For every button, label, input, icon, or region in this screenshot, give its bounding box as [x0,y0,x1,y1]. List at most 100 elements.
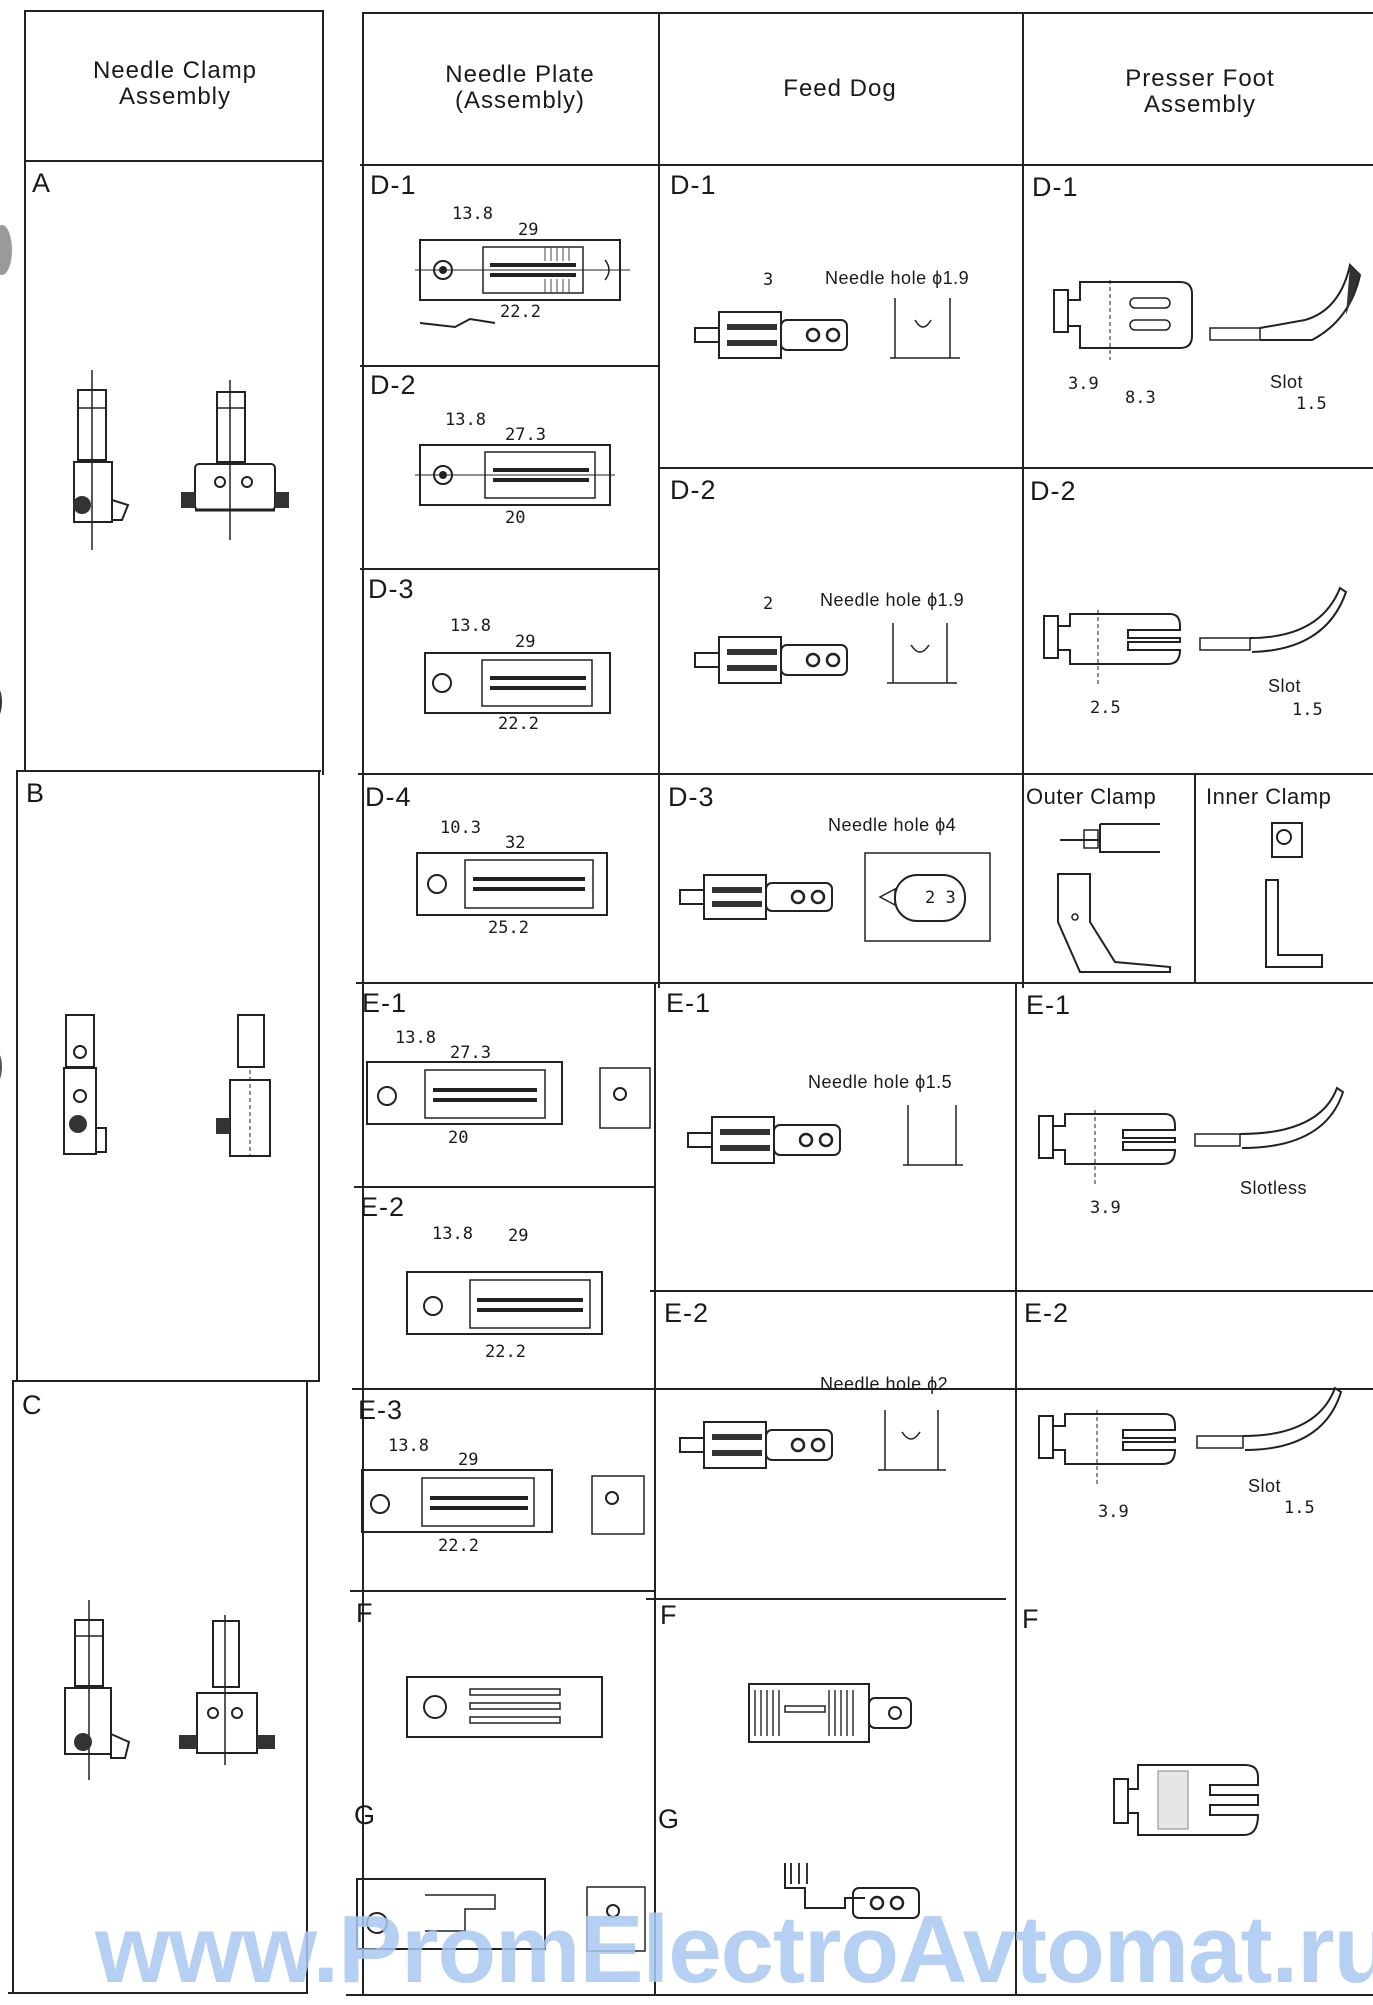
needle-clamp-b-front-drawing [216,1014,271,1157]
feed-e1-note: Needle hole ϕ1.5 [808,1072,953,1092]
foot-label-d2: D-2 [1030,476,1077,506]
plate-label-e3: E-3 [358,1395,404,1425]
feed-label-e2: E-2 [664,1298,710,1328]
plate-d4-dim-a: 10.3 [440,818,481,838]
plate-d1-dim-b: 29 [518,220,539,240]
feed-dog-e2-drawing [679,1410,946,1471]
presser-foot-d1-drawing [1053,263,1362,360]
plate-label-d3: D-3 [368,574,415,604]
header-presser-foot: Presser Foot Assembly [1125,65,1275,118]
plate-d1-dim-c: 22.2 [500,302,541,322]
foot-label-e2: E-2 [1024,1298,1070,1328]
plate-d4-dim-c: 25.2 [488,918,529,938]
needle-clamp-a-front-drawing [181,380,289,540]
plate-e1-dim-a: 13.8 [395,1028,436,1048]
inner-clamp-label: Inner Clamp [1206,784,1332,809]
presser-foot-f-drawing [1113,1764,1260,1836]
feed-d2-gap: 2 [763,594,774,614]
needle-clamp-b-side-drawing [63,1014,107,1155]
needle-plate-g-drawing [356,1878,646,1952]
needle-plate-d1-drawing [415,239,630,329]
feed-dog-d2-drawing [694,623,957,684]
feed-d1-note: Needle hole ϕ1.9 [825,268,970,288]
foot-d1-slot-val: 1.5 [1296,394,1327,414]
plate-d1-dim-a: 13.8 [452,204,493,224]
plate-e3-dim-a: 13.8 [388,1436,429,1456]
header-feed-dog: Feed Dog [783,75,897,102]
foot-e1-slot: Slotless [1240,1178,1308,1198]
needle-clamp-c-front-drawing [179,1615,275,1765]
feed-label-d3: D-3 [668,782,715,812]
feed-dog-g-drawing [784,1863,920,1919]
foot-d1-dim-b: 8.3 [1125,388,1156,408]
header-needle-clamp: Needle Clamp Assembly [92,57,258,110]
feed-dog-f-drawing [748,1683,912,1743]
feed-dog-e1-drawing [687,1105,963,1166]
feed-label-d1: D-1 [670,170,717,200]
foot-e2-slot-val: 1.5 [1284,1498,1315,1518]
watermark: www.PromElectroAvtomat.ru [95,1896,1373,2003]
plate-d4-dim-b: 32 [505,833,526,853]
outer-clamp-label: Outer Clamp [1026,784,1157,809]
foot-d2-dim-a: 2.5 [1090,698,1121,718]
plate-e2-dim-b: 29 [508,1226,529,1246]
foot-label-d1: D-1 [1032,172,1079,202]
needle-plate-d4-drawing [416,852,608,916]
row-label-c: C [22,1390,43,1420]
plate-label-d2: D-2 [370,370,417,400]
scan-punch-hole [0,1050,2,1084]
plate-label-f: F [356,1598,374,1628]
plate-label-g: G [354,1800,377,1830]
scan-punch-hole [0,685,2,719]
feed-label-d2: D-2 [670,475,717,505]
plate-label-d1: D-1 [370,170,417,200]
needle-clamp-c-side-drawing [64,1600,131,1780]
feed-e2-note: Needle hole ϕ2 [820,1374,949,1394]
feed-label-g: G [658,1804,681,1834]
plate-label-e2: E-2 [360,1192,406,1222]
foot-label-f: F [1022,1604,1040,1634]
needle-plate-d2-drawing [415,444,615,506]
row-label-a: A [32,168,52,198]
plate-e2-dim-c: 22.2 [485,1342,526,1362]
foot-d2-slot-val: 1.5 [1292,700,1323,720]
plate-d2-dim-b: 27.3 [505,425,546,445]
needle-clamp-a-side-drawing [73,370,130,550]
foot-e1-dim-a: 3.9 [1090,1198,1121,1218]
needle-plate-e1-drawing [366,1061,651,1129]
presser-foot-e2-drawing [1038,1386,1343,1484]
outer-clamp-drawing [1057,823,1171,973]
plate-d2-dim-c: 20 [505,508,526,528]
header-needle-plate: Needle Plate (Assembly) [445,61,595,114]
presser-foot-d2-drawing [1043,586,1348,684]
needle-plate-e3-drawing [361,1469,645,1535]
plate-d2-dim-a: 13.8 [445,410,486,430]
plate-label-d4: D-4 [365,782,412,812]
plate-d3-dim-b: 29 [515,632,536,652]
feed-d2-note: Needle hole ϕ1.9 [820,590,965,610]
foot-e2-dim-a: 3.9 [1098,1502,1129,1522]
needle-plate-f-drawing [406,1676,603,1738]
feed-d1-gap: 3 [763,270,774,290]
plate-e2-dim-a: 13.8 [432,1224,473,1244]
feed-dog-d3-drawing [679,852,991,942]
needle-plate-e2-drawing [406,1271,603,1335]
plate-label-e1: E-1 [362,988,408,1018]
needle-plate-d3-drawing [424,652,611,714]
plate-e3-dim-c: 22.2 [438,1536,479,1556]
plate-e1-dim-b: 27.3 [450,1043,491,1063]
plate-d3-dim-c: 22.2 [498,714,539,734]
plate-e1-dim-c: 20 [448,1128,469,1148]
presser-foot-e1-drawing [1038,1086,1345,1184]
feed-label-f: F [660,1600,678,1630]
feed-d3-note: Needle hole ϕ4 [828,815,957,835]
foot-e2-slot: Slot [1248,1476,1282,1496]
inner-clamp-drawing [1265,822,1323,968]
feed-label-e1: E-1 [666,988,712,1018]
foot-d1-slot: Slot [1270,372,1304,392]
scan-punch-hole [0,225,12,275]
foot-label-e1: E-1 [1026,990,1072,1020]
row-label-b: B [26,778,46,808]
foot-d2-slot: Slot [1268,676,1302,696]
feed-dog-d1-drawing [694,298,960,359]
